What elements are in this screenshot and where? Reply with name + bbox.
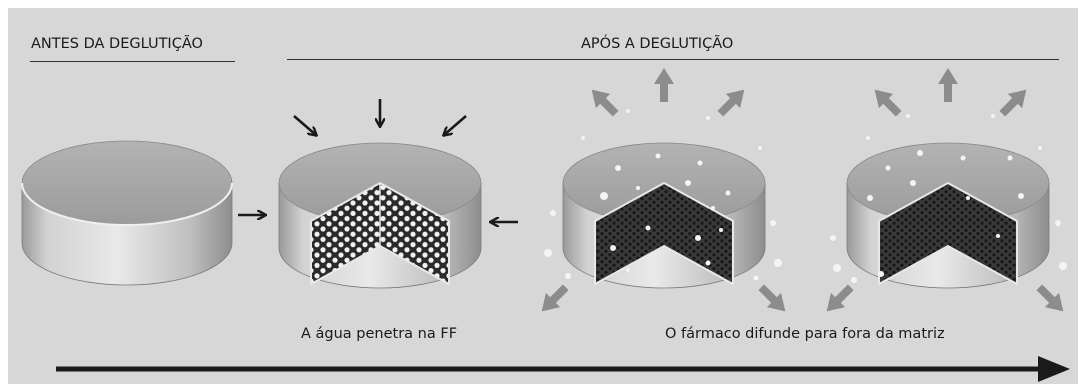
arrow-up-right-icon — [717, 89, 745, 117]
arrow-up-right-icon — [999, 89, 1027, 117]
water-inflow-arrows — [238, 99, 518, 222]
arrow-down-left-icon — [826, 284, 854, 312]
arrow-up-icon — [938, 68, 958, 102]
before-swallowing-rule — [30, 61, 235, 62]
arrow-up-left-icon — [874, 89, 902, 117]
drug-outflow-arrows-a — [541, 68, 786, 312]
arrow-down-right-icon — [293, 115, 316, 135]
arrow-down-left-icon — [444, 115, 467, 135]
tablet-whole-icon — [21, 140, 233, 286]
arrow-down-left-icon — [541, 284, 569, 312]
arrow-up-left-icon — [591, 89, 619, 117]
tablet-cutaway-releasing-icon — [544, 109, 782, 289]
arrow-down-right-icon — [758, 284, 786, 312]
diagram-panel: ANTES DA DEGLUTIÇÃO APÓS A DEGLUTIÇÃO A … — [8, 8, 1078, 384]
after-swallowing-label: APÓS A DEGLUTIÇÃO — [581, 36, 734, 52]
timeline-arrow-icon — [56, 356, 1070, 382]
after-swallowing-rule — [287, 59, 1059, 60]
tablet-cutaway-hydrating-icon — [278, 142, 482, 289]
water-penetrates-caption: A água penetra na FF — [301, 326, 458, 342]
arrow-up-icon — [654, 68, 674, 102]
diagram-artwork — [21, 68, 1070, 382]
drug-diffuses-caption: O fármaco difunde para fora da matriz — [665, 326, 945, 342]
before-swallowing-label: ANTES DA DEGLUTIÇÃO — [31, 36, 203, 52]
drug-outflow-arrows-b — [826, 68, 1064, 312]
tablet-cutaway-releasing-icon — [830, 114, 1067, 289]
arrow-down-right-icon — [1036, 284, 1064, 312]
